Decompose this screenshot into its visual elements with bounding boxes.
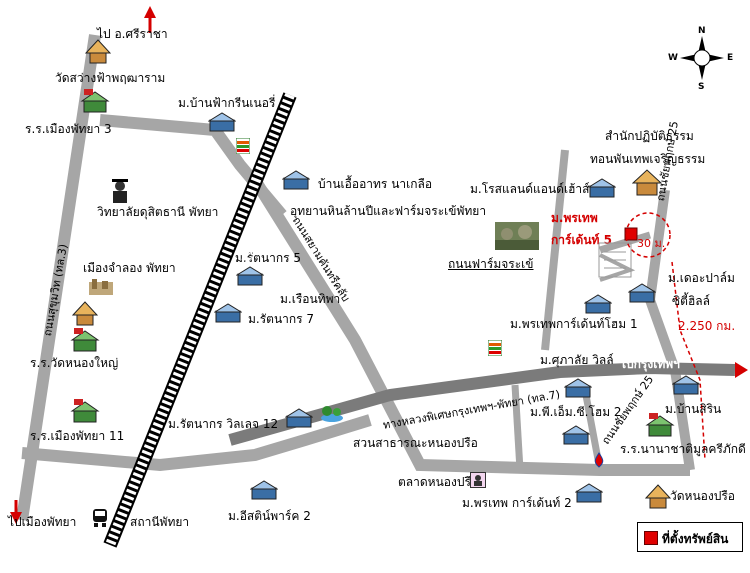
- to-pattaya-label: ไปเมืองพัทยา: [8, 515, 77, 529]
- property-name-l1: ม.พรเทพ: [551, 211, 598, 225]
- ratanakorn7-label: ม.รัตนากร 7: [248, 312, 315, 326]
- house-icon: [213, 303, 243, 323]
- temple-icon: [84, 38, 112, 64]
- temple-icon: [631, 168, 663, 196]
- dist-30-label: 30 ม.: [637, 237, 666, 250]
- gas-station-icon: [592, 452, 606, 468]
- temple-icon: [71, 300, 99, 326]
- house-icon: [574, 483, 604, 503]
- wat-sawang-label: วัดสว่างฟ้าพฤฒาราม: [55, 71, 166, 85]
- house-icon: [583, 294, 613, 314]
- property-name-l2: การ์เด้นท์ 5: [551, 233, 612, 247]
- house-icon: [207, 112, 237, 132]
- compass-e: E: [727, 53, 734, 63]
- house-icon: [671, 375, 701, 395]
- school-icon: [70, 398, 100, 424]
- house-icon: [563, 378, 593, 398]
- crocodile-park-photo-icon: [495, 222, 539, 250]
- to-bangkok-arrow: [735, 362, 748, 378]
- legend-label: ที่ตั้งทรัพย์สิน: [662, 532, 729, 546]
- fossil-park-label: อุทยานหินล้านปีและฟาร์มจระเข้พัทยา: [290, 204, 487, 218]
- soi-25: [644, 189, 695, 471]
- pornthep-home1-label: ม.พรเทพการ์เด้นท์โฮม 1: [510, 317, 638, 331]
- graduate-icon: [108, 178, 132, 204]
- school-icon: [80, 88, 110, 114]
- house-icon: [249, 480, 279, 500]
- school-icon: [645, 412, 675, 438]
- college-label: วิทยาลัยดุสิตธานี พัทยา: [97, 205, 219, 219]
- ban-fah-green-label: ม.บ้านฟ้ากรีนเนอรี่: [178, 96, 276, 110]
- city-hill-label: ซิตี้ฮิลล์: [672, 294, 710, 308]
- pm-home2-label: ม.พี.เอ็ม.ซี.โฮม 2: [530, 405, 622, 419]
- legend: ที่ตั้งทรัพย์สิน: [637, 522, 743, 552]
- market-label: ตลาดหนองปรือ: [398, 475, 479, 489]
- soi-west: [541, 149, 569, 351]
- the-palm-label: ม.เดอะปาล์ม: [668, 271, 735, 285]
- miniature-city-icon: [88, 278, 114, 296]
- temple-icon: [644, 483, 672, 509]
- house-icon: [587, 178, 617, 198]
- house-icon: [281, 170, 311, 190]
- rose-land-label: ม.โรสแลนด์แอนด์เฮ้าส์: [470, 182, 590, 196]
- property-radius: [625, 212, 671, 258]
- to-sriracha-arrow: [144, 6, 156, 18]
- property-building-icon: [598, 242, 632, 278]
- to-bangkok-label: ไปกรุงเทพฯ: [620, 357, 680, 371]
- route-line: [671, 261, 706, 461]
- practice-center-l2: ทอนพันเทพเจริญธรรม: [590, 152, 706, 166]
- soi-market: [511, 384, 524, 471]
- sukhumvit-road: [16, 34, 101, 521]
- croc-road-label: ถนนฟาร์มจระเข้: [448, 257, 534, 271]
- seven-eleven-icon: [235, 137, 251, 155]
- property-marker: [624, 227, 638, 241]
- compass-w: W: [668, 53, 678, 63]
- to-pattaya-arrow: [10, 512, 22, 524]
- south-road: [21, 414, 372, 472]
- pornthep2-label: ม.พรเทพ การ์เด้นท์ 2: [462, 496, 572, 510]
- public-park-label: สวนสาธารณะหนองปรือ: [353, 436, 478, 450]
- house-icon: [235, 266, 265, 286]
- supalai-label: ม.ศุภาลัย วิลล์: [540, 353, 614, 367]
- siam-country-road: [249, 176, 690, 476]
- muang-jamlong-label: เมืองจำลอง พัทยา: [83, 261, 176, 275]
- compass-n: N: [698, 26, 706, 36]
- school-nana-label: ร.ร.นานาชาติมูลครีภักดี: [620, 442, 746, 456]
- ratanakorn5-label: ม.รัตนากร 5: [235, 251, 302, 265]
- dist-2250-label: 2.250 กม.: [678, 319, 736, 333]
- compass-s: S: [698, 82, 705, 92]
- house-icon: [627, 283, 657, 303]
- school-icon: [70, 327, 100, 353]
- park-icon: [320, 405, 344, 423]
- school-wat-nongyai-label: ร.ร.วัดหนองใหญ่: [30, 356, 119, 370]
- legend-swatch: [644, 531, 658, 545]
- market-icon: [470, 472, 486, 488]
- wat-nongprue-label: วัดหนองปรือ: [670, 489, 735, 503]
- pattaya-station-label: สถานีพัทยา: [130, 515, 190, 529]
- ban-sirin-label: ม.บ้านสิริน: [665, 402, 722, 416]
- seven-eleven-icon: [487, 339, 503, 357]
- house-icon: [284, 408, 314, 428]
- house-icon: [561, 425, 591, 445]
- easy-park-label: ม.อีสติน์พาร์ค 2: [228, 509, 311, 523]
- school-muang3-label: ร.ร.เมืองพัทยา 3: [25, 122, 112, 136]
- to-sriracha-label: ไป อ.ศรีราชา: [97, 27, 168, 41]
- train-station-icon: [92, 508, 108, 528]
- ua-arthorn-label: บ้านเอื้ออาทร นาเกลือ: [318, 177, 433, 191]
- school-muang11-label: ร.ร.เมืองพัทยา 11: [30, 429, 125, 443]
- ruenthipa-label: ม.เรือนทิพา: [280, 292, 341, 306]
- ratanakorn-village12-label: ม.รัตนากร วิลเลจ 12: [168, 417, 279, 431]
- compass: [680, 36, 724, 80]
- practice-center-l1: สำนักปฏิบัติธรรม: [605, 129, 694, 143]
